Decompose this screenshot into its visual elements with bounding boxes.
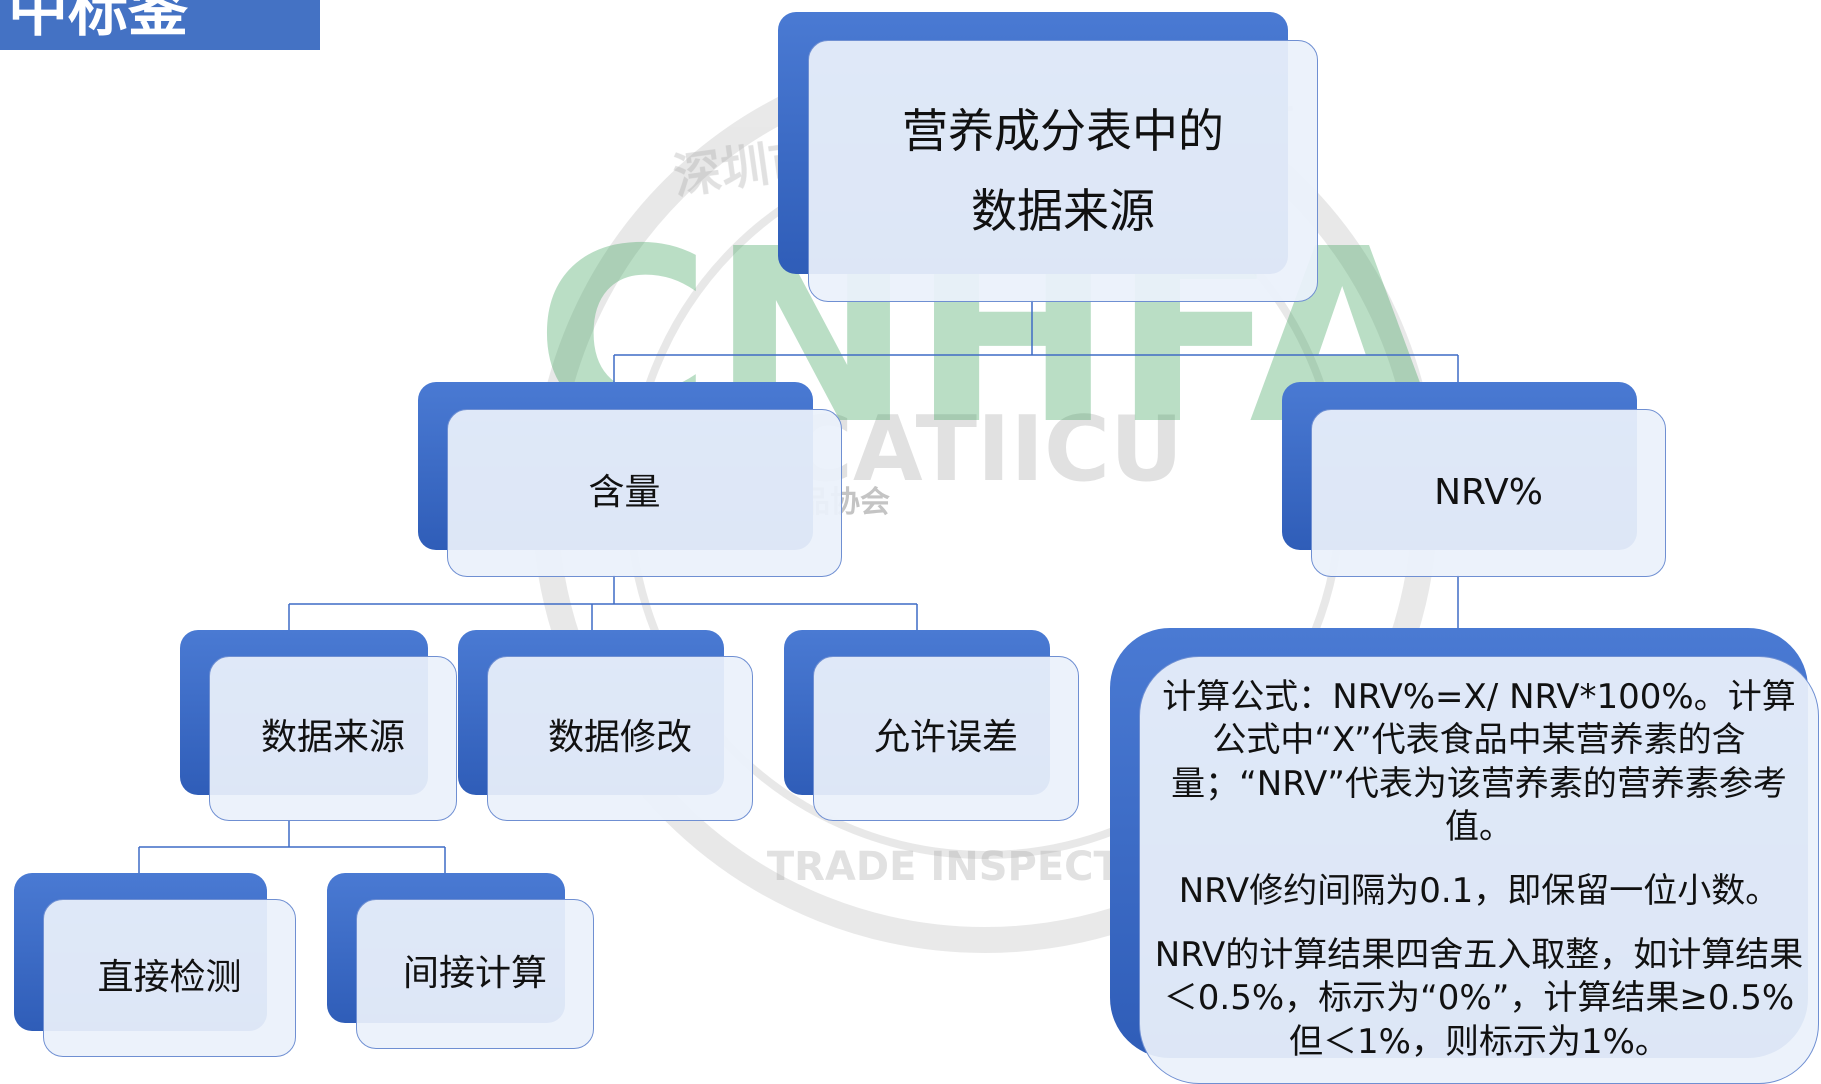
root-node-line1: 营养成分表中的 xyxy=(902,104,1224,158)
data-modify-node: 数据修改 xyxy=(487,656,753,821)
nrv-formula-text: 计算公式：NRV%=X/ NRV*100%。计算公式中“X”代表食品中某营养素的… xyxy=(1162,676,1796,848)
indirect-calc-node-label: 间接计算 xyxy=(402,952,547,994)
nrv-rounding-text: NRV修约间隔为0.1，即保留一位小数。 xyxy=(1178,871,1780,911)
slide-title-text: 中标鉴 xyxy=(8,0,188,45)
nrv-rule-text: NRV的计算结果四舍五入取整，如计算结果＜0.5%，标示为“0%”，计算结果≥0… xyxy=(1154,934,1804,1062)
content-node: 含量 xyxy=(447,409,842,577)
indirect-calc-node: 间接计算 xyxy=(356,899,594,1049)
direct-test-node: 直接检测 xyxy=(43,899,296,1057)
connector-root-to-level2 xyxy=(613,300,1459,390)
tolerance-node-label: 允许误差 xyxy=(873,717,1018,759)
data-source-node: 数据来源 xyxy=(209,656,457,821)
tolerance-node: 允许误差 xyxy=(813,656,1079,821)
slide-title-tab: 中标鉴 xyxy=(0,0,320,50)
direct-test-node-label: 直接检测 xyxy=(97,956,242,998)
content-node-label: 含量 xyxy=(588,471,661,513)
data-modify-node-label: 数据修改 xyxy=(547,717,692,759)
nrv-detail-node: 计算公式：NRV%=X/ NRV*100%。计算公式中“X”代表食品中某营养素的… xyxy=(1139,656,1819,1084)
root-node-line2: 数据来源 xyxy=(971,184,1155,238)
nrv-node: NRV% xyxy=(1311,409,1666,577)
nrv-node-label: NRV% xyxy=(1434,471,1543,513)
data-source-node-label: 数据来源 xyxy=(260,717,405,759)
root-node: 营养成分表中的 数据来源 xyxy=(808,40,1318,302)
connector-content-to-level3 xyxy=(288,575,918,645)
connector-source-to-level4 xyxy=(138,820,446,885)
